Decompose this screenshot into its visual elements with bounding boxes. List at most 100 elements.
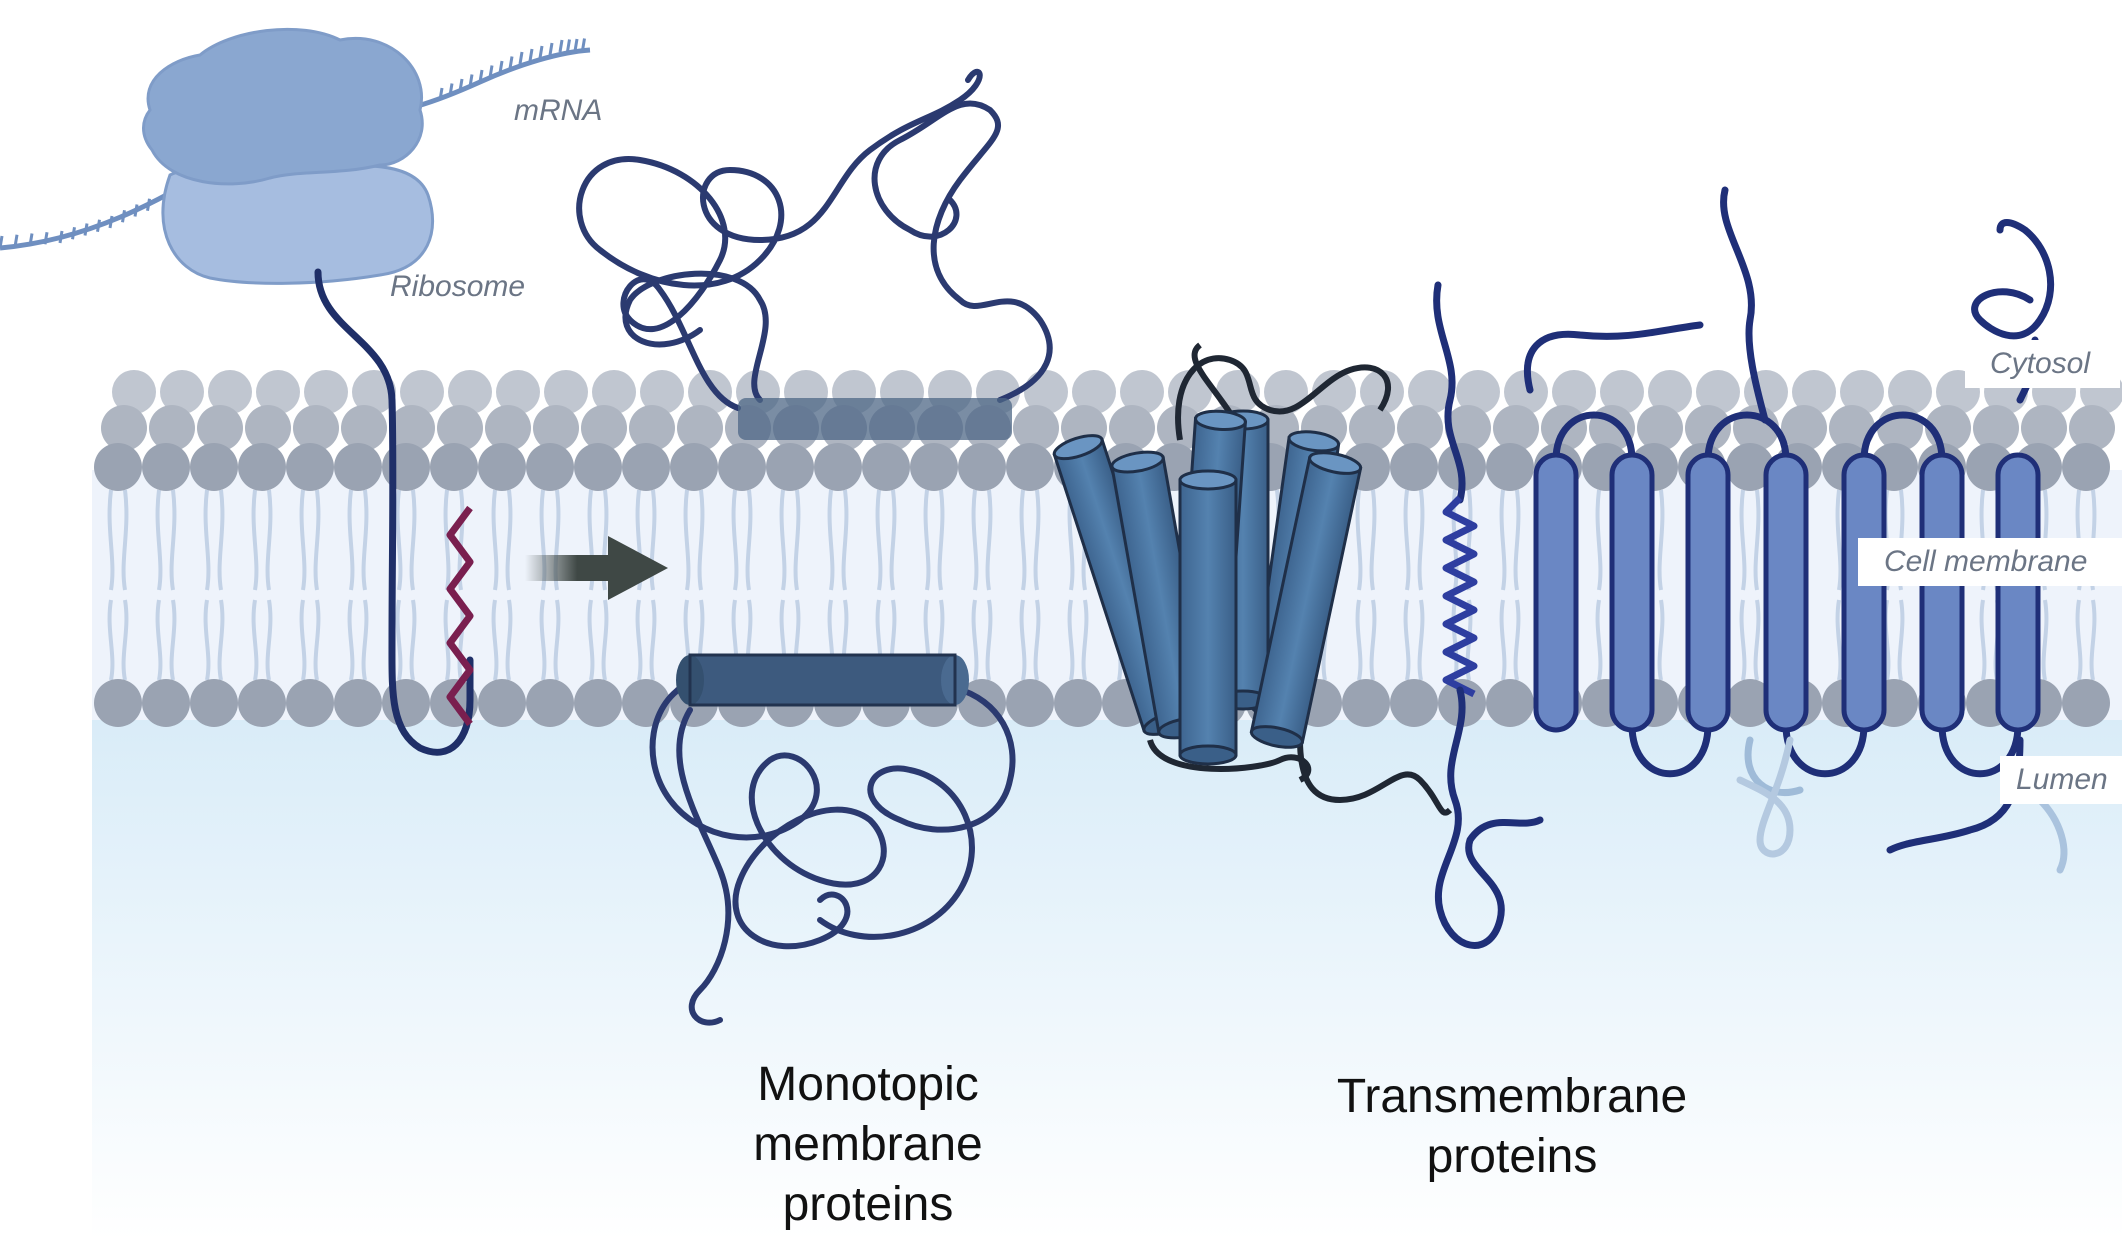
lipid-head xyxy=(485,405,531,451)
lipid-head xyxy=(581,405,627,451)
insertion-arrow xyxy=(525,536,668,600)
lipid-head xyxy=(640,370,684,414)
lipid-tail xyxy=(841,489,849,591)
lipid-tail xyxy=(1499,489,1507,591)
lipid-tail xyxy=(1835,599,1843,681)
lipid-tail xyxy=(203,489,211,591)
lipid-head xyxy=(1360,370,1404,414)
lipid-tail xyxy=(1355,489,1363,591)
lipid-tail xyxy=(121,489,129,591)
mrna-base xyxy=(458,78,464,92)
lipid-tail xyxy=(1753,489,1761,591)
mrna-base xyxy=(71,227,76,240)
lipid-head xyxy=(256,370,300,414)
lipid-tail xyxy=(1403,599,1411,681)
lipid-head xyxy=(190,443,238,491)
mrna-base xyxy=(43,232,49,245)
mrna-base xyxy=(538,45,544,59)
lipid-tail xyxy=(121,599,129,681)
cell-membrane-label-box: Cell membrane xyxy=(1858,538,2122,586)
transmembrane-helix xyxy=(1442,495,1478,698)
lipid-tail xyxy=(1657,489,1665,591)
lipid-tail xyxy=(1417,489,1425,591)
lipid-tail xyxy=(409,599,417,681)
monotopic-caption: Monotopic membrane proteins xyxy=(753,1058,982,1231)
mrna-base xyxy=(488,65,494,78)
lipid-tail xyxy=(169,489,177,591)
lipid-head xyxy=(94,443,142,491)
lipid-tail xyxy=(553,599,561,681)
lipid-head xyxy=(112,370,156,414)
lipid-head xyxy=(245,405,291,451)
lipid-tail xyxy=(1067,599,1075,681)
lipid-head xyxy=(341,405,387,451)
lipid-tail xyxy=(251,599,259,681)
lipid-head xyxy=(1726,443,1774,491)
lipid-head xyxy=(94,679,142,727)
lipid-head xyxy=(238,679,286,727)
lipid-tail xyxy=(731,489,739,591)
lipid-tail xyxy=(793,489,801,591)
lipid-head xyxy=(1552,370,1596,414)
lipid-head xyxy=(910,443,958,491)
lipid-head xyxy=(2069,405,2115,451)
lipid-head xyxy=(437,405,483,451)
lipid-head xyxy=(688,370,732,414)
lipid-tail xyxy=(1657,599,1665,681)
mrna-base xyxy=(133,204,139,217)
lipid-tail xyxy=(443,489,451,591)
lipid-tail xyxy=(1019,489,1027,591)
mrna-base xyxy=(96,219,101,232)
lipid-tail xyxy=(361,489,369,591)
mrna-base xyxy=(573,38,579,52)
lipid-head xyxy=(382,443,430,491)
lipid-head xyxy=(142,679,190,727)
mrna-base xyxy=(498,60,504,74)
lipid-tail xyxy=(395,489,403,591)
monotopic-protein-outer xyxy=(576,68,1053,440)
lipid-head xyxy=(1006,679,1054,727)
lipid-tail xyxy=(217,489,225,591)
lipid-head xyxy=(1888,370,1932,414)
mrna-base xyxy=(121,210,126,223)
transmembrane-helix xyxy=(1685,452,1731,733)
lipid-tail xyxy=(1403,489,1411,591)
lumen-label: Lumen xyxy=(2016,763,2108,796)
lipid-head xyxy=(1349,405,1395,451)
lipid-tail xyxy=(361,599,369,681)
amphipathic-helix-inner xyxy=(676,653,969,707)
lipid-tail xyxy=(875,489,883,591)
lipid-tail xyxy=(1979,599,1987,681)
lipid-head xyxy=(190,679,238,727)
lipid-tail xyxy=(265,599,273,681)
lipid-head xyxy=(629,405,675,451)
lipid-head xyxy=(958,443,1006,491)
lipid-tail xyxy=(971,489,979,591)
cytosol-label: Cytosol xyxy=(1990,347,2091,380)
lipid-head xyxy=(574,679,622,727)
lipid-tail xyxy=(827,489,835,591)
lipid-head xyxy=(496,370,540,414)
lipid-tail xyxy=(107,599,115,681)
mrna-base xyxy=(28,233,34,246)
lipid-head xyxy=(862,443,910,491)
lipid-head xyxy=(400,370,444,414)
ribosome-small-subunit xyxy=(161,164,435,285)
lipid-head xyxy=(1109,405,1155,451)
lipid-tail xyxy=(697,489,705,591)
lipid-head xyxy=(544,370,588,414)
lipid-tail xyxy=(779,489,787,591)
signal-anchor-sequence xyxy=(446,505,474,727)
lipid-head xyxy=(1264,370,1308,414)
lipid-tail xyxy=(155,599,163,681)
transmembrane-caption: Transmembrane proteins xyxy=(1337,1070,1687,1183)
lipid-head xyxy=(478,443,526,491)
ribosome-label: Ribosome xyxy=(390,270,525,303)
lipid-head xyxy=(1504,370,1548,414)
lipid-head xyxy=(1013,405,1059,451)
lipid-tail xyxy=(1753,599,1761,681)
lipid-tail xyxy=(491,489,499,591)
lipid-head xyxy=(1973,405,2019,451)
mrna-label: mRNA xyxy=(514,94,602,127)
